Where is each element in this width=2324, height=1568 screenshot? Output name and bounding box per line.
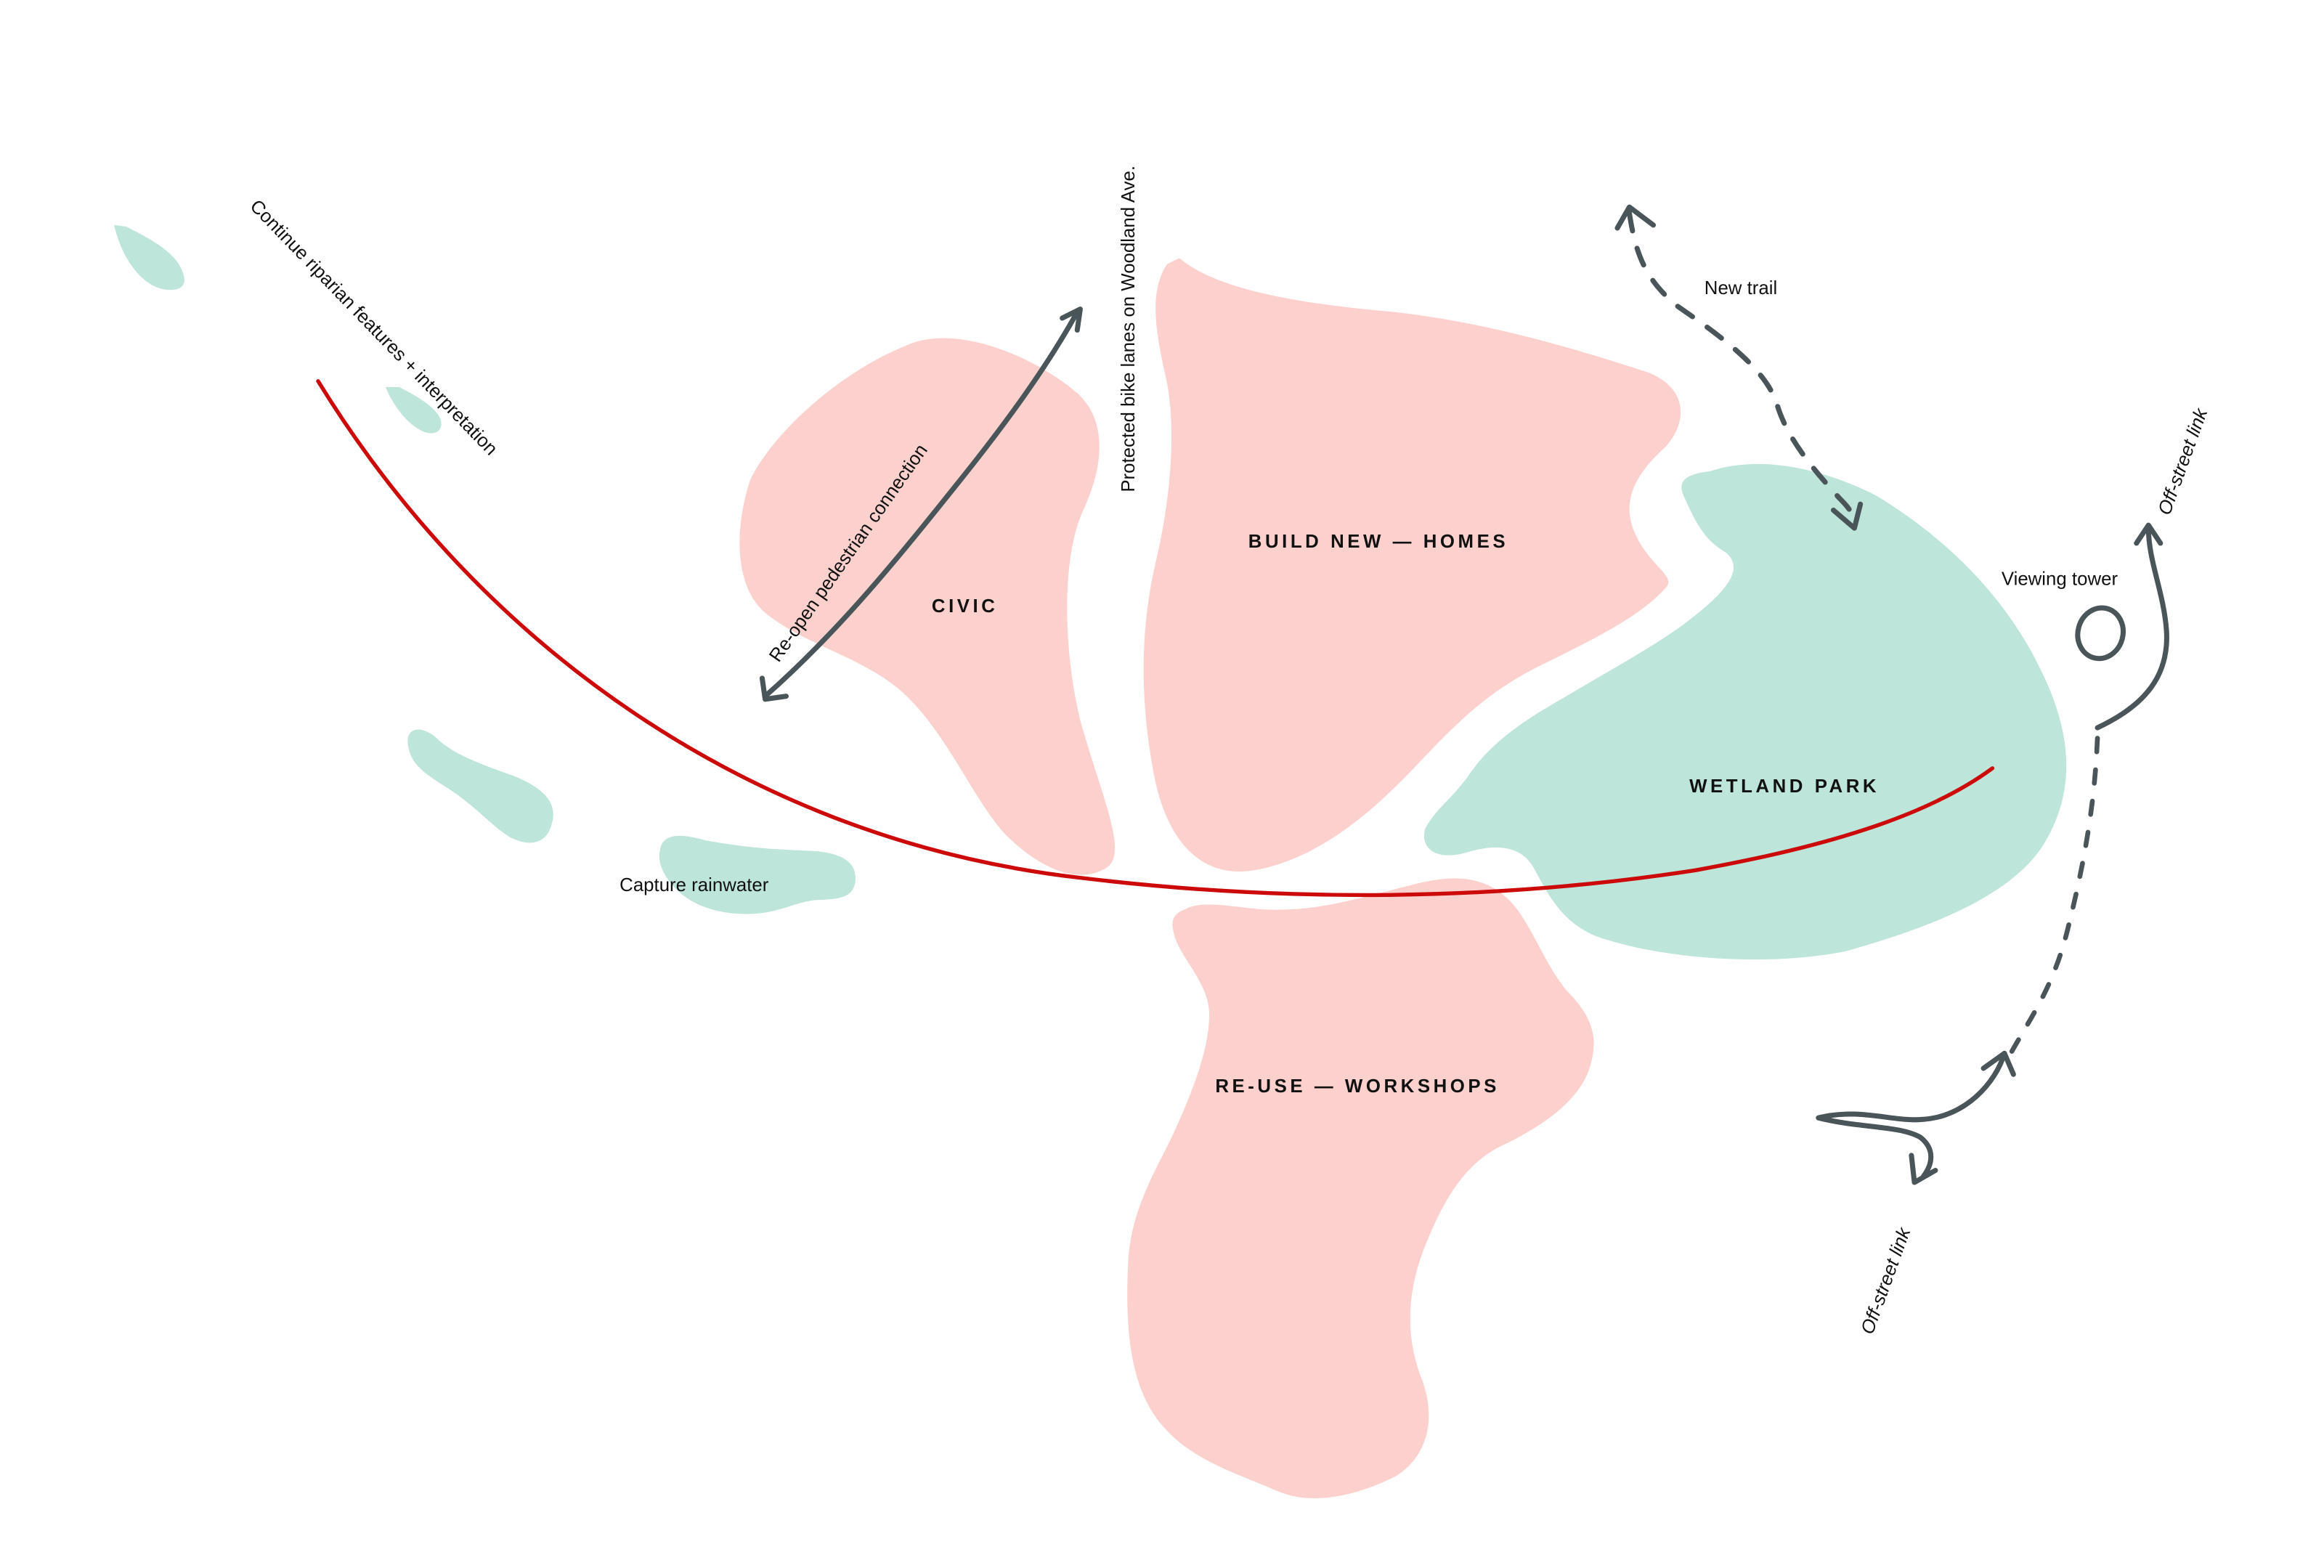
new-trail-dashed-path (1627, 210, 1857, 528)
viewing-tower-icon (2075, 605, 2126, 662)
pond-mid-left (407, 729, 553, 843)
pond-small (385, 387, 442, 434)
note-rainwater: Capture rainwater (619, 875, 769, 895)
pond-top-left (114, 224, 184, 291)
note-offstreet-north: Off-street link (2155, 405, 2212, 518)
note-new-trail: New trail (1705, 278, 1777, 298)
new-trail-arrowhead-top (1614, 204, 1657, 231)
note-offstreet-south: Off-street link (1858, 1224, 1915, 1337)
note-bike-lanes: Protected bike lanes on Woodland Ave. (1118, 166, 1139, 492)
offstreet-south-arrowhead-bottom (1909, 1153, 1938, 1185)
new-trail-arrowhead-bottom (1830, 501, 1864, 531)
label-wetland-park: WETLAND PARK (1689, 776, 1880, 797)
pedestrian-connection-arrow (763, 309, 1080, 699)
note-viewing-tower: Viewing tower (2002, 569, 2118, 590)
offstreet-south-arrow (1816, 1050, 2007, 1179)
offstreet-south-arrowhead-top (1980, 1050, 2016, 1077)
pedestrian-arrowhead-bottom (759, 675, 789, 702)
label-civic: CIVIC (932, 596, 999, 617)
pond-rainwater (659, 835, 856, 914)
offstreet-north-arrow (2095, 525, 2169, 731)
zone-civic (739, 338, 1116, 875)
pedestrian-arrowhead-top (1060, 306, 1083, 333)
river-line (316, 379, 1995, 898)
zone-workshops (1127, 878, 1594, 1498)
label-workshops: RE-USE — WORKSHOPS (1215, 1076, 1500, 1097)
label-homes: BUILD NEW — HOMES (1248, 532, 1508, 552)
zone-wetland-park (1423, 463, 2067, 960)
offstreet-dashed-path (2004, 736, 2100, 1062)
note-riparian: Continue riparian features + interpretat… (246, 196, 502, 460)
offstreet-north-arrowhead (2134, 522, 2163, 546)
zone-homes (1143, 258, 1681, 872)
